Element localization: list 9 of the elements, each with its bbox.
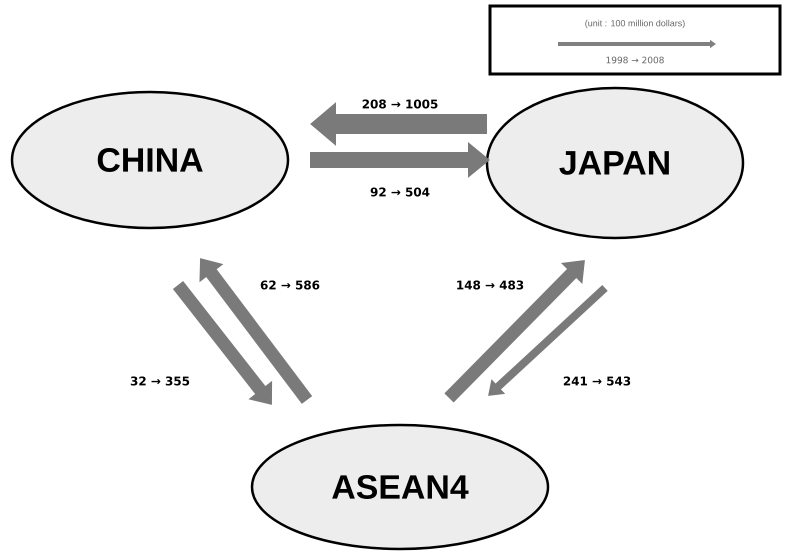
edge-label: 32 → 355 [130,376,190,386]
edge-label: 208 → 1005 [362,99,438,108]
edge-label: 148 → 483 [457,280,524,290]
legend-text: 1998 → 2008 [606,56,664,64]
unit-note: (unit : 100 million dollars) [585,20,685,28]
edge-label: 92 → 504 [370,187,430,196]
edge-label: 241 → 543 [564,376,630,386]
arrow [444,260,585,403]
edge-label: 62 → 586 [260,280,320,290]
